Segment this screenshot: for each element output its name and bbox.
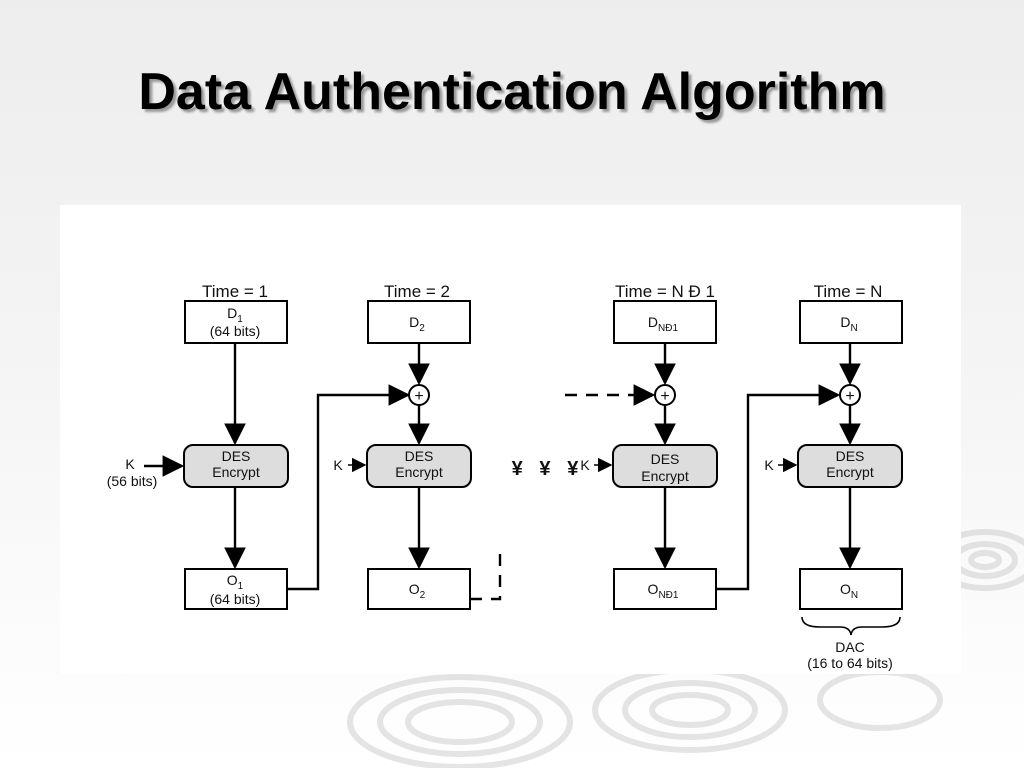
dac-diagram: Time = 1 D1 (64 bits) DES Encrypt K (56 … — [107, 282, 903, 671]
input-box-3 — [613, 300, 717, 344]
time-label-1: Time = 1 — [202, 282, 268, 301]
input-box-4 — [799, 300, 903, 344]
des-sublabel-2: Encrypt — [395, 464, 443, 480]
output-box-1 — [184, 568, 288, 610]
dac-label: DAC — [835, 639, 865, 655]
des-label-3: DES — [651, 451, 680, 467]
time-label-4: Time = N — [814, 282, 883, 301]
input-box-1 — [184, 300, 288, 344]
des-sublabel-3: Encrypt — [641, 468, 689, 484]
dac-brace — [801, 616, 901, 636]
dashed-continuation-out — [470, 545, 502, 601]
output-label-2: O2 — [409, 581, 426, 601]
output-note-1: (64 bits) — [210, 591, 261, 607]
input-label-1: D1 — [227, 305, 243, 325]
output-label-1: O1 — [227, 572, 244, 592]
ellipsis: ¥ ¥ ¥ — [512, 458, 580, 480]
xor-symbol-2: + — [414, 388, 423, 405]
xor-symbol-3: + — [660, 388, 669, 405]
des-sublabel-4: Encrypt — [826, 464, 874, 480]
key-label-1: K — [125, 456, 135, 472]
slide-title: Data Authentication Algorithm — [138, 63, 886, 121]
time-label-3: Time = N Ð 1 — [615, 282, 715, 301]
input-label-4: DN — [840, 314, 857, 334]
diagram-panel: Time = 1 D1 (64 bits) DES Encrypt K (56 … — [60, 205, 961, 674]
output-box-3 — [613, 568, 717, 610]
output-label-3: ONÐ1 — [648, 581, 679, 601]
input-label-2: D2 — [409, 314, 425, 334]
des-sublabel-1: Encrypt — [212, 464, 260, 480]
des-label-2: DES — [405, 448, 434, 464]
output-label-4: ON — [840, 581, 858, 601]
key-label-4: K — [764, 457, 774, 473]
output-box-2 — [367, 568, 471, 610]
feedback-line-3 — [716, 384, 841, 591]
key-label-3: K — [580, 457, 590, 473]
input-note-1: (64 bits) — [210, 323, 261, 339]
des-label-1: DES — [222, 448, 251, 464]
des-label-4: DES — [836, 448, 865, 464]
input-label-3: DNÐ1 — [648, 314, 679, 334]
key-note-1: (56 bits) — [107, 473, 158, 489]
dac-note: (16 to 64 bits) — [807, 655, 893, 671]
input-box-2 — [367, 300, 471, 344]
key-label-2: K — [333, 457, 343, 473]
time-label-2: Time = 2 — [384, 282, 450, 301]
feedback-line-1 — [287, 384, 411, 591]
output-box-4 — [799, 568, 903, 610]
xor-symbol-4: + — [845, 388, 854, 405]
